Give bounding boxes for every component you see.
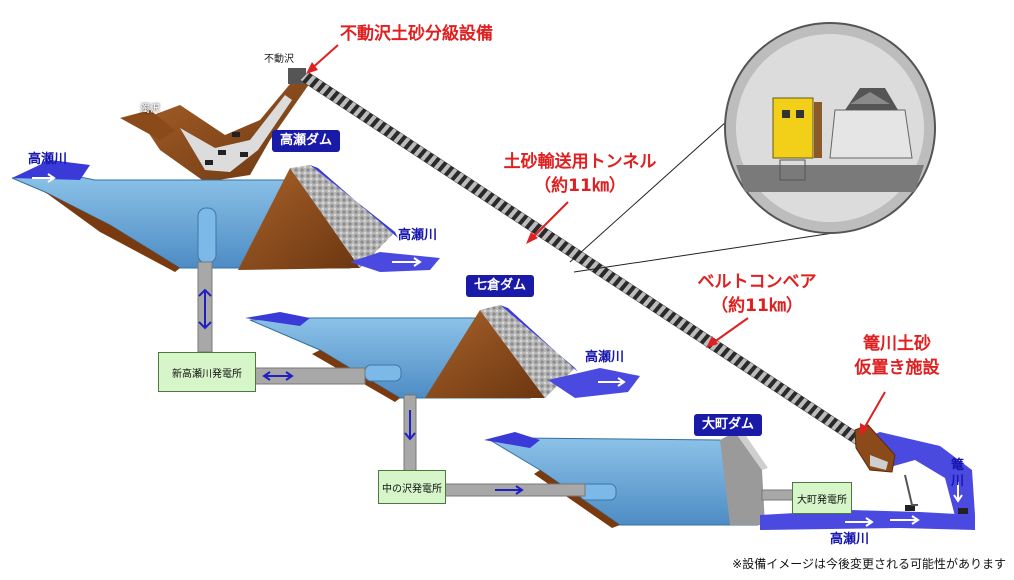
tunnel-label-line2: （約11㎞） — [534, 176, 626, 196]
inspection-vehicle-icon — [772, 97, 814, 159]
takase-dam-label: 高瀬ダム — [272, 130, 341, 152]
shin-takasegawa-plant: 新高瀬川発電所 — [158, 352, 256, 392]
kagogawa-label-1: 篭 — [951, 458, 965, 473]
omachi-dam-body — [720, 430, 768, 525]
takase-river-mid-label: 高瀬川 — [398, 228, 438, 243]
takase-river-upper-label: 高瀬川 — [28, 152, 68, 167]
takase-river-nanakura-label: 高瀬川 — [585, 350, 625, 365]
takase-river-lower-label: 高瀬川 — [830, 532, 870, 547]
storage-label-line1: 篭川土砂 — [863, 334, 931, 354]
omachi-plant: 大町発電所 — [792, 482, 852, 514]
mountain-valley — [120, 68, 312, 182]
storage-label-line2: 仮置き施設 — [854, 358, 940, 378]
omachi-reservoir — [484, 432, 761, 528]
tunnel-cross-section — [724, 22, 936, 234]
sorting-facility-label: 不動沢土砂分級設備 — [340, 24, 493, 44]
conveyor-label-line1: ベルトコンベア — [697, 272, 817, 292]
fudozawa-label: 不動沢 — [264, 54, 294, 65]
nanakura-dam-body — [425, 305, 578, 398]
nanakura-outflow — [548, 368, 640, 398]
disclaimer-note: ※設備イメージは今後変更される可能性があります — [732, 557, 1006, 571]
pointer-arrows — [306, 44, 886, 436]
tunnel-label-line1: 土砂輸送用トンネル — [503, 152, 657, 172]
takase-dam-body — [238, 165, 398, 270]
nakanosawa-plant: 中の沢発電所 — [378, 470, 446, 504]
kagogawa-label-2: 川 — [951, 474, 965, 489]
conveyor-label-line2: （約11㎞） — [711, 296, 803, 316]
nigorisawa-label: 濁沢 — [140, 104, 160, 115]
omachi-dam-label: 大町ダム — [694, 414, 763, 436]
conveyor-frame-icon — [829, 109, 913, 159]
truck-icons — [205, 132, 248, 165]
nanakura-dam-label: 七倉ダム — [466, 275, 535, 297]
pipe-omachi-plant — [761, 489, 797, 501]
storage-yard — [854, 424, 896, 473]
